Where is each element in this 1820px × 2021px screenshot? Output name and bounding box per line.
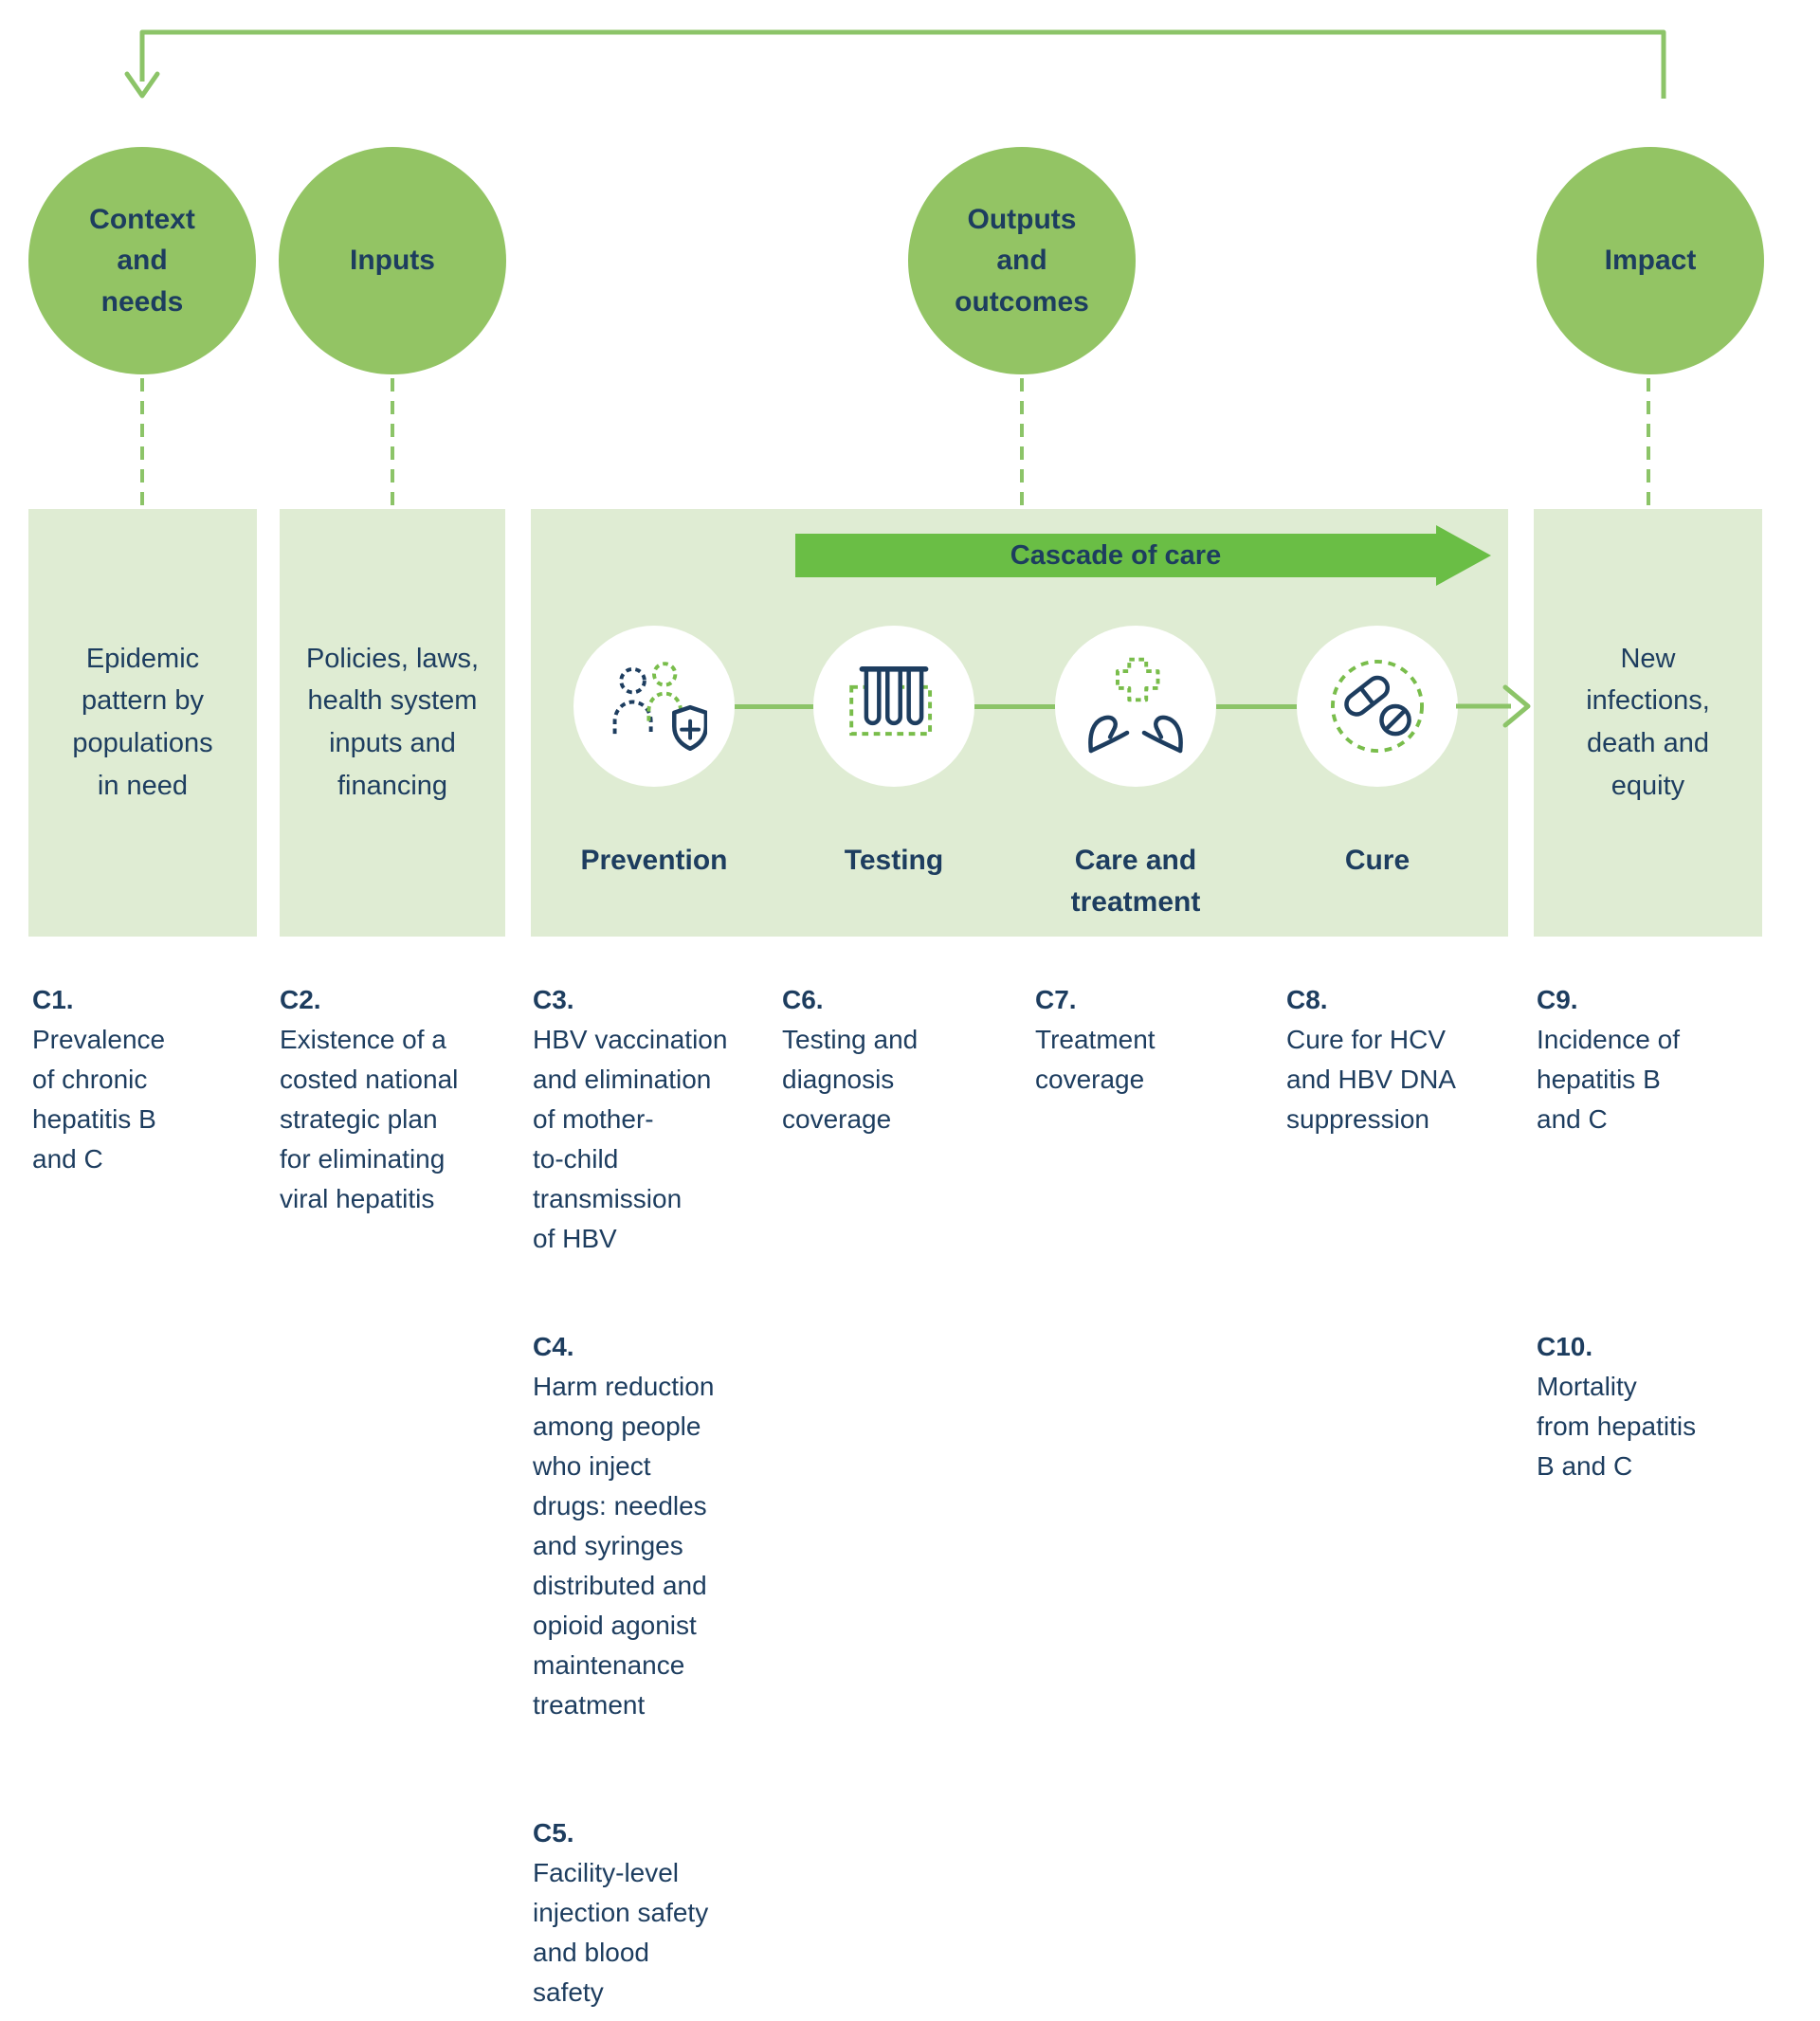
indicator-c8: C8. Cure for HCV and HBV DNA suppression bbox=[1286, 980, 1504, 1139]
indicator-c7-text: Treatment coverage bbox=[1035, 1025, 1156, 1094]
panel-inputs-text: Policies, laws, health system inputs and… bbox=[305, 643, 480, 802]
step-label-testing: Testing bbox=[844, 845, 944, 876]
indicator-c5: C5. Facility-level injection safety and … bbox=[533, 1813, 774, 2012]
care-treatment-step-circle bbox=[1055, 626, 1216, 787]
indicator-c9-text: Incidence of hepatitis B and C bbox=[1537, 1025, 1680, 1134]
step-label-care-treatment: Care and treatment bbox=[1070, 845, 1201, 918]
step-label-prevention: Prevention bbox=[580, 845, 728, 876]
indicator-c1: C1. Prevalence of chronic hepatitis B an… bbox=[32, 980, 269, 1179]
stage-circle-inputs: Inputs bbox=[279, 147, 506, 374]
indicator-c7-code: C7. bbox=[1035, 985, 1077, 1014]
indicator-c8-text: Cure for HCV and HBV DNA suppression bbox=[1286, 1025, 1456, 1134]
indicator-c4: C4. Harm reduction among people who inje… bbox=[533, 1327, 774, 1725]
indicator-c10-text: Mortality from hepatitis B and C bbox=[1537, 1372, 1697, 1481]
hands-cross-icon bbox=[1088, 657, 1183, 754]
indicator-c9: C9. Incidence of hepatitis B and C bbox=[1537, 980, 1755, 1139]
indicator-c3-code: C3. bbox=[533, 985, 574, 1014]
indicator-c5-text: Facility-level injection safety and bloo… bbox=[533, 1858, 709, 2007]
stage-circle-impact: Impact bbox=[1537, 147, 1764, 374]
arrowhead-right-icon bbox=[1502, 684, 1531, 728]
people-shield-icon bbox=[612, 662, 707, 752]
stage-circle-context: Context and needs bbox=[28, 147, 256, 374]
testing-step-circle bbox=[813, 626, 974, 787]
indicator-c8-code: C8. bbox=[1286, 985, 1328, 1014]
step-connector-3 bbox=[1216, 704, 1297, 709]
panel-inputs: Policies, laws, health system inputs and… bbox=[280, 509, 505, 937]
stage-label-inputs: Inputs bbox=[350, 245, 435, 277]
step-label-cure: Cure bbox=[1344, 845, 1410, 876]
indicator-c3-text: HBV vaccination and elimination of mothe… bbox=[533, 1025, 728, 1253]
cascade-banner-label: Cascade of care bbox=[1010, 539, 1222, 571]
connector-context bbox=[140, 378, 144, 505]
indicator-c7: C7. Treatment coverage bbox=[1035, 980, 1244, 1100]
cascade-of-care-banner: Cascade of care bbox=[795, 525, 1491, 586]
indicator-c2-code: C2. bbox=[280, 985, 321, 1014]
indicator-c5-code: C5. bbox=[533, 1818, 574, 1848]
connector-impact bbox=[1647, 378, 1650, 505]
arrowhead-down-icon bbox=[124, 71, 160, 99]
indicator-c2: C2. Existence of a costed national strat… bbox=[280, 980, 521, 1219]
indicator-c6: C6. Testing and diagnosis coverage bbox=[782, 980, 1000, 1139]
panel-context-text: Epidemic pattern by populations in need bbox=[72, 643, 213, 802]
indicator-c4-text: Harm reduction among people who inject d… bbox=[533, 1372, 715, 1720]
feedback-loop-arrow bbox=[124, 29, 1666, 99]
panel-cascade: Cascade of care bbox=[531, 509, 1508, 937]
connector-outputs bbox=[1020, 378, 1024, 505]
indicator-c10: C10. Mortality from hepatitis B and C bbox=[1537, 1327, 1764, 1486]
cure-step-circle bbox=[1297, 626, 1458, 787]
cascade-exit-arrow bbox=[1456, 684, 1531, 728]
indicator-c10-code: C10. bbox=[1537, 1332, 1593, 1361]
panel-context: Epidemic pattern by populations in need bbox=[28, 509, 257, 937]
pills-icon bbox=[1331, 660, 1424, 753]
prevention-step-circle bbox=[573, 626, 735, 787]
indicator-c6-text: Testing and diagnosis coverage bbox=[782, 1025, 919, 1134]
indicator-c4-code: C4. bbox=[533, 1332, 574, 1361]
indicator-c9-code: C9. bbox=[1537, 985, 1578, 1014]
panel-impact: New infections, death and equity bbox=[1534, 509, 1762, 937]
stage-label-context: Context and needs bbox=[89, 203, 195, 318]
panel-impact-text: New infections, death and equity bbox=[1586, 643, 1710, 802]
indicator-c3: C3. HBV vaccination and elimination of m… bbox=[533, 980, 774, 1259]
test-tubes-icon bbox=[849, 666, 933, 737]
indicator-c6-code: C6. bbox=[782, 985, 824, 1014]
banner-arrowhead-icon bbox=[1436, 525, 1491, 586]
step-connector-1 bbox=[735, 704, 813, 709]
connector-inputs bbox=[391, 378, 394, 505]
step-connector-2 bbox=[974, 704, 1055, 709]
stage-circle-outputs: Outputs and outcomes bbox=[908, 147, 1136, 374]
stage-label-outputs: Outputs and outcomes bbox=[955, 203, 1089, 318]
indicator-c2-text: Existence of a costed national strategic… bbox=[280, 1025, 459, 1213]
stage-label-impact: Impact bbox=[1604, 245, 1697, 277]
indicator-c1-code: C1. bbox=[32, 985, 74, 1014]
indicator-c1-text: Prevalence of chronic hepatitis B and C bbox=[32, 1025, 166, 1174]
